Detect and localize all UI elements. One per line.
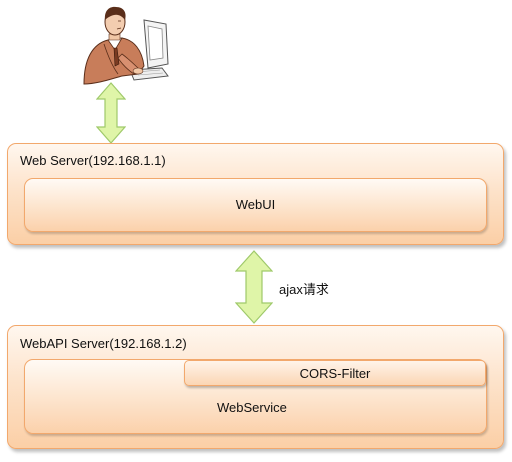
webapi-server-title: WebAPI Server(192.168.1.2) — [20, 336, 187, 351]
webui-box: WebUI — [24, 178, 487, 232]
web-server-title: Web Server(192.168.1.1) — [20, 153, 166, 168]
double-arrow-icon — [234, 250, 274, 324]
webservice-label: WebService — [217, 400, 287, 415]
user-at-computer-icon — [78, 4, 172, 88]
cors-filter-label: CORS-Filter — [299, 366, 371, 381]
webapi-server-box: WebAPI Server(192.168.1.2) CORS-Filter W… — [7, 325, 504, 449]
webservice-box: CORS-Filter WebService — [24, 359, 487, 434]
cors-filter-box: CORS-Filter — [184, 360, 486, 386]
web-server-box: Web Server(192.168.1.1) WebUI — [7, 143, 504, 245]
double-arrow-icon — [95, 82, 127, 144]
webui-label: WebUI — [235, 197, 276, 212]
ajax-request-label: ajax请求 — [279, 282, 329, 297]
